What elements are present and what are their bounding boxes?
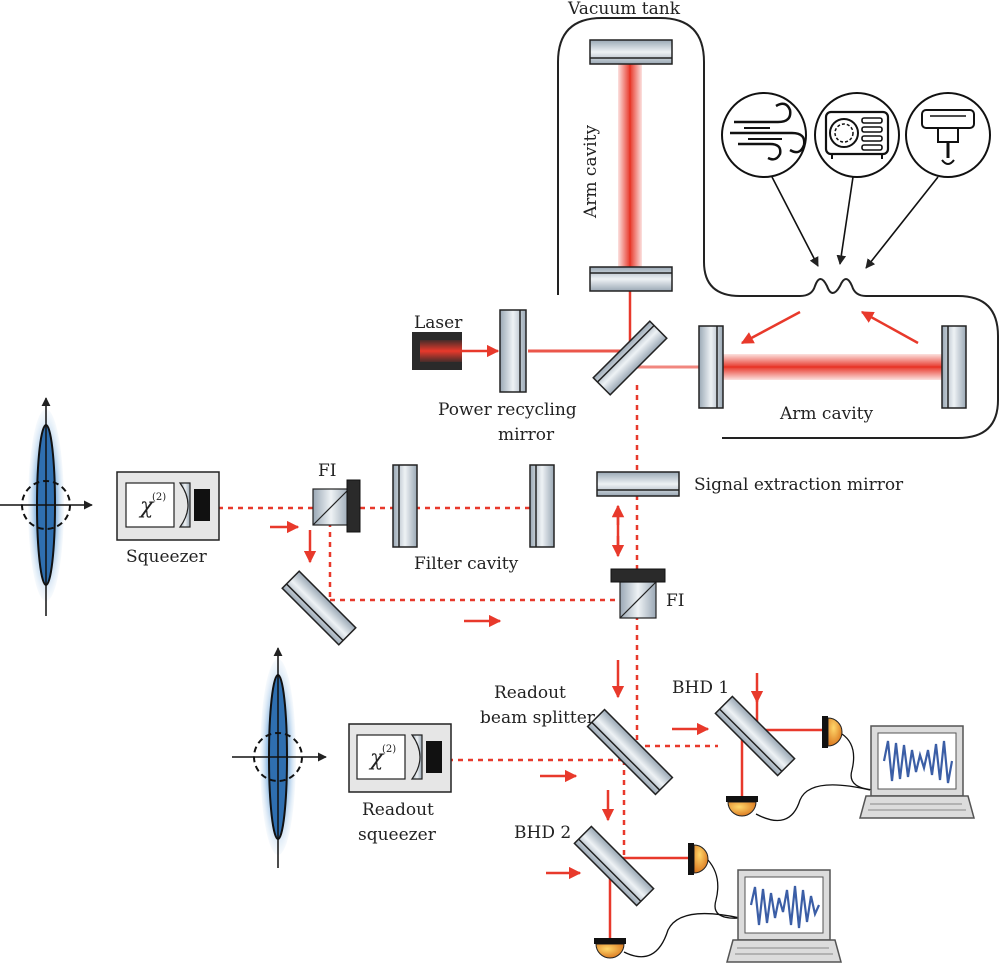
chi-symbol-squeezer: χ — [138, 494, 155, 519]
photodetector-bhd2-bottom — [594, 938, 626, 959]
power-recycling-label-line2: mirror — [498, 425, 555, 445]
squeezed-state-diagram-bottom — [232, 647, 327, 868]
readout-squeezer-label-line1: Readout — [362, 800, 434, 820]
drill-seismic-noise-icon — [905, 92, 991, 178]
squeezer-box — [116, 471, 220, 541]
arm-cavity-horizontal-label: Arm cavity — [779, 404, 873, 424]
wind-noise-icon — [721, 92, 807, 178]
chi-superscript-readout: (2) — [382, 744, 396, 755]
fi-top-label: FI — [318, 461, 337, 481]
arm-end-mirror-top — [589, 39, 673, 65]
bhd1-label: BHD 1 — [672, 678, 729, 698]
fi-right-label: FI — [666, 591, 685, 611]
arm-end-mirror-right — [941, 325, 967, 409]
dashed-beams — [218, 385, 718, 856]
faraday-isolator-right — [610, 568, 666, 619]
hvac-fan-noise-icon — [814, 92, 900, 178]
laser-label: Laser — [414, 313, 463, 333]
signal-extraction-mirror — [596, 471, 680, 497]
readout-bs-label-line1: Readout — [494, 683, 566, 703]
filter-cavity-end-mirror — [529, 464, 555, 548]
power-recycling-mirror — [499, 309, 527, 393]
signal-extraction-label: Signal extraction mirror — [694, 475, 904, 495]
bhd2-label: BHD 2 — [514, 823, 571, 843]
filter-cavity-input-mirror — [392, 464, 418, 548]
beam-direction-arrows — [270, 310, 919, 880]
chi-symbol-readout: χ — [368, 746, 385, 771]
readout-bs-label-line2: beam splitter — [480, 708, 596, 728]
squeezed-state-diagram-top — [0, 397, 93, 616]
photodetector-bhd2-right — [688, 843, 709, 875]
vacuum-tank-outline — [557, 17, 999, 439]
bhd1-beam-splitter — [714, 695, 796, 777]
readout-squeezer-label-line2: squeezer — [358, 825, 437, 845]
filter-cavity-label: Filter cavity — [414, 554, 519, 574]
squeezer-label: Squeezer — [126, 547, 208, 567]
power-recycling-label-line1: Power recycling — [438, 400, 577, 420]
chi-superscript-squeezer: (2) — [152, 492, 166, 503]
arm-input-mirror-horizontal — [698, 325, 724, 409]
readout-squeezer-box — [348, 723, 452, 793]
photodetector-bhd1-bottom — [726, 796, 758, 817]
arm-input-mirror-vertical — [589, 266, 673, 292]
laser-source — [412, 332, 462, 370]
squeezer-steering-mirror — [281, 570, 357, 646]
vacuum-tank-label: Vacuum tank — [567, 0, 681, 19]
photodetector-bhd1-right — [822, 716, 843, 748]
readout-beam-splitter — [586, 708, 674, 796]
main-beam-splitter — [592, 320, 668, 396]
faraday-isolator-top — [312, 479, 361, 533]
laptop-bhd2 — [726, 869, 842, 963]
arm-cavity-vertical-label: Arm cavity — [581, 125, 601, 219]
laptop-bhd1 — [859, 725, 975, 819]
bhd2-beam-splitter — [573, 825, 655, 907]
